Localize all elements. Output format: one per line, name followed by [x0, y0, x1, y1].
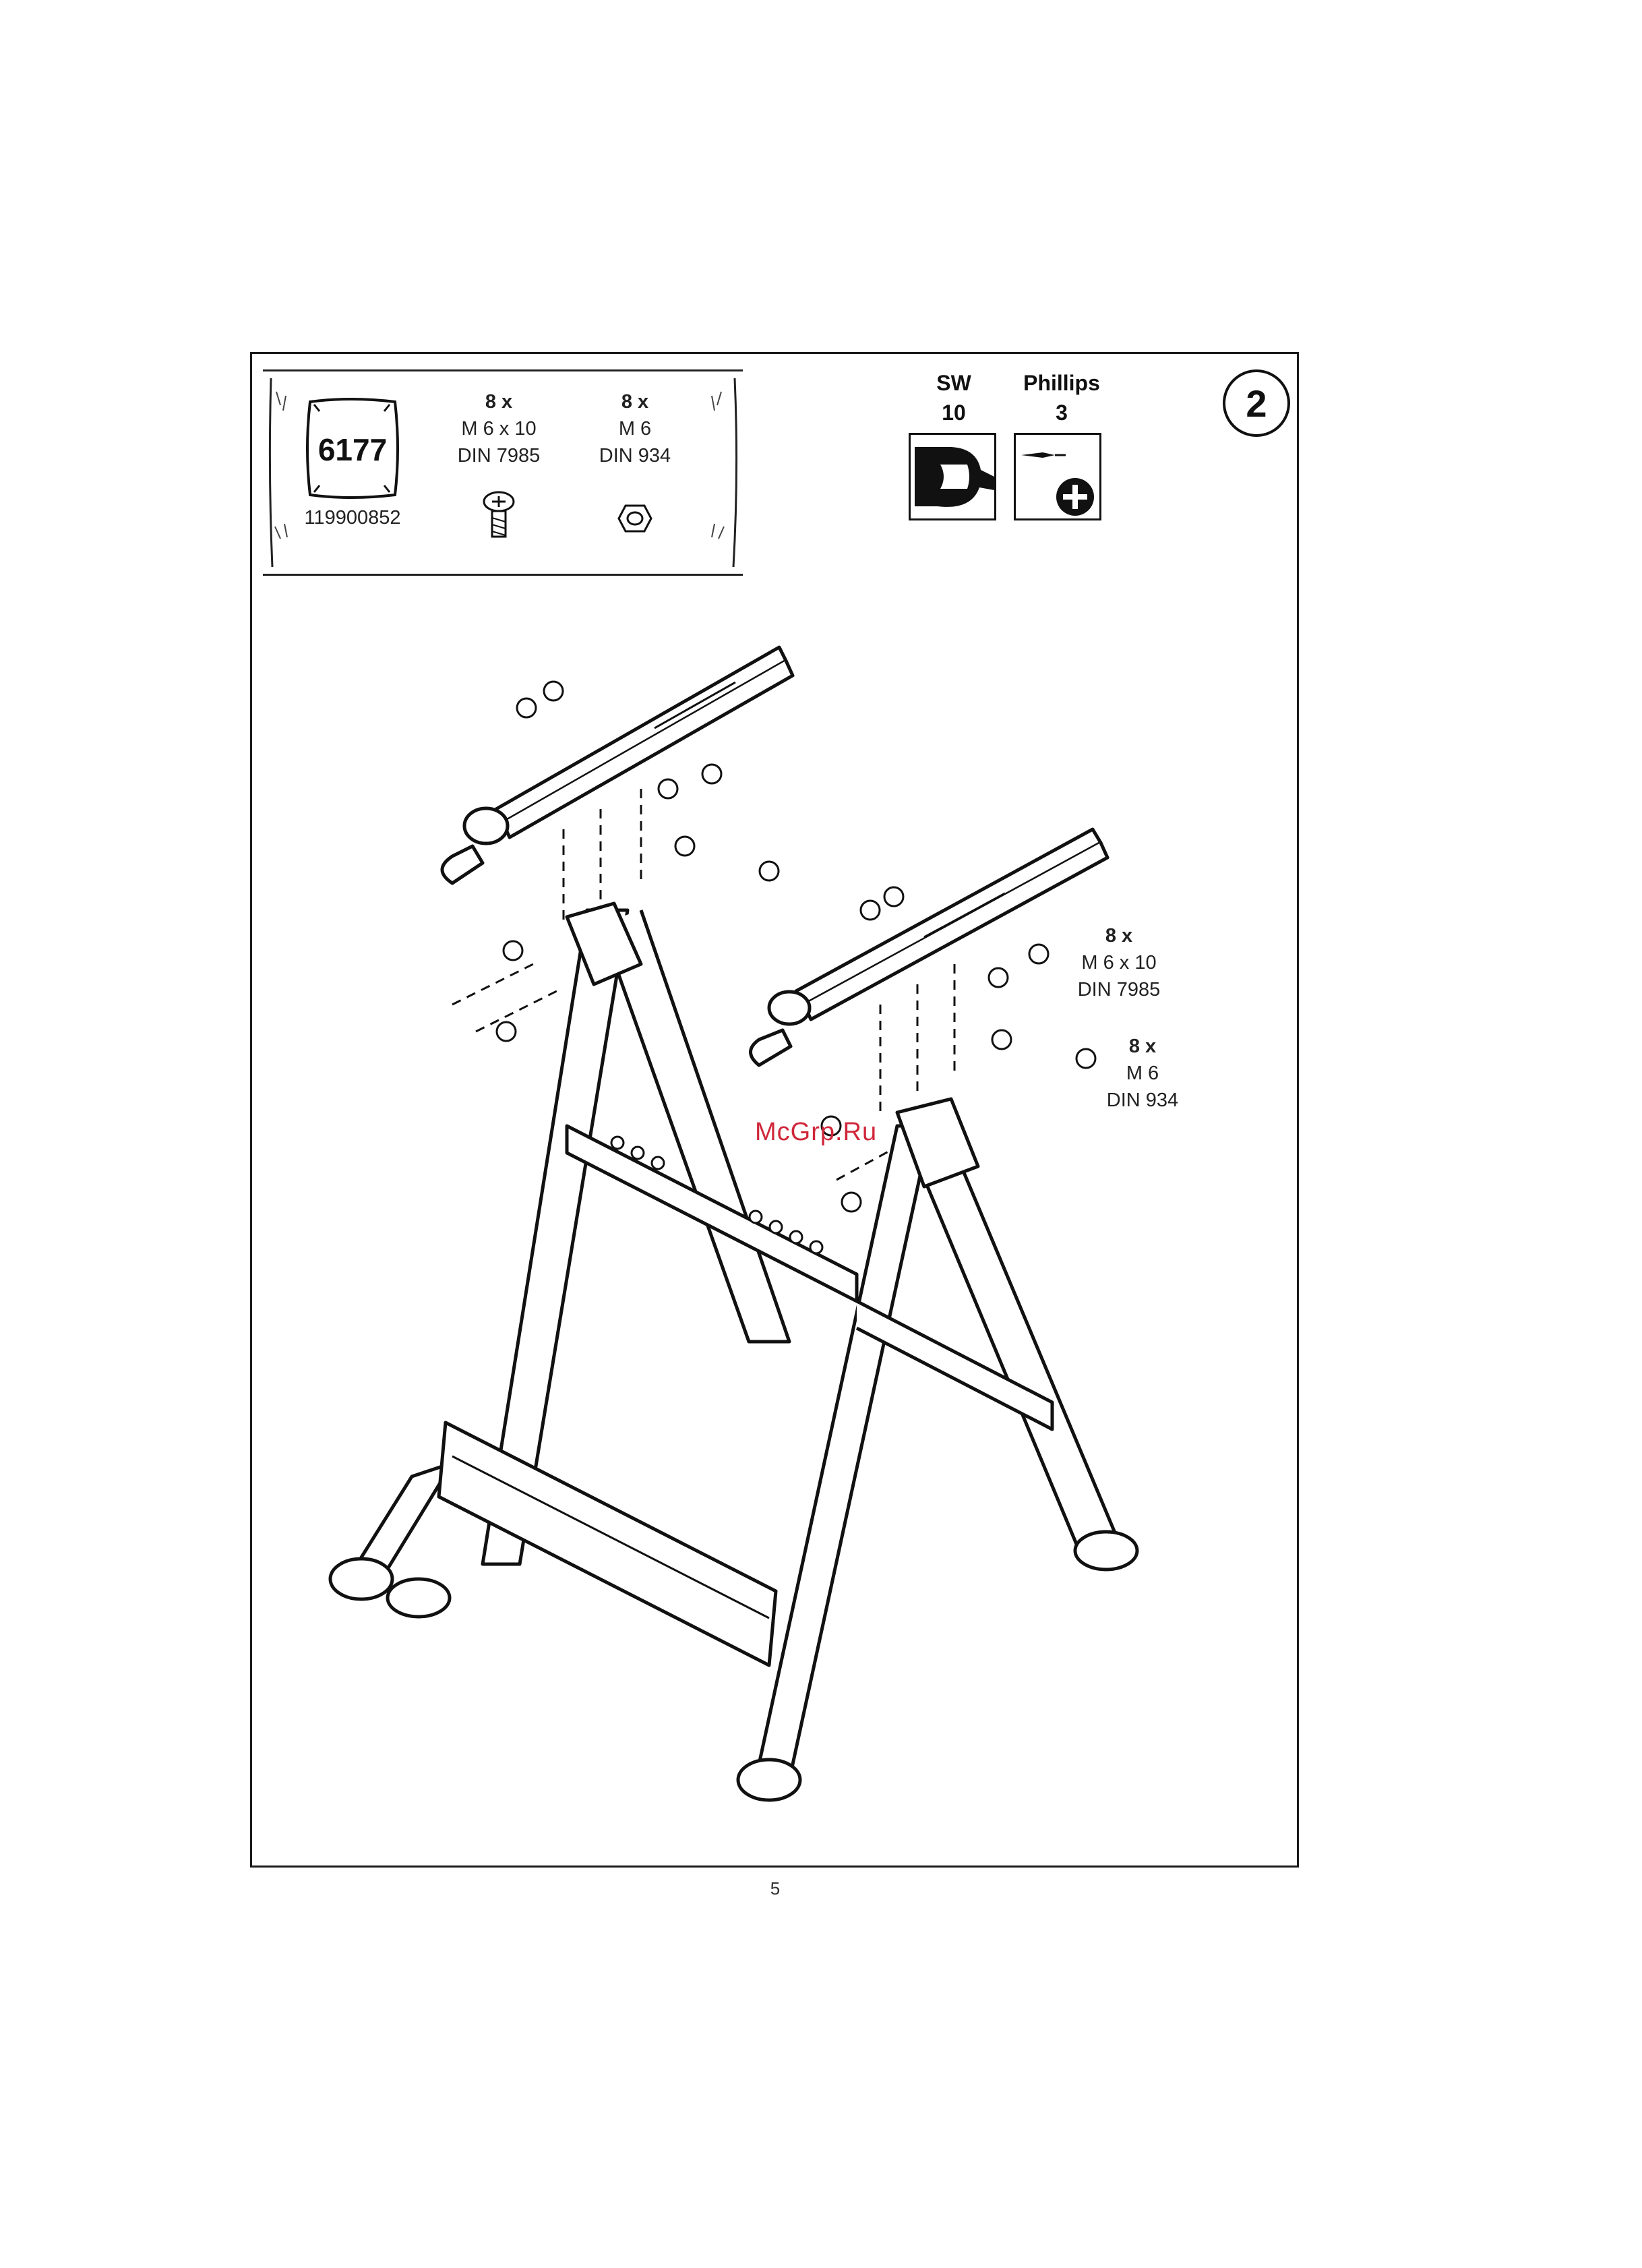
callout-norm: DIN 7985 — [1058, 976, 1180, 1003]
hardware-item-nut: 8 x M 6 DIN 934 — [568, 388, 702, 469]
tool-label-phillips: Phillips 3 — [1011, 368, 1112, 427]
callout-norm: DIN 934 — [1089, 1087, 1196, 1114]
hardware-qty: 8 x — [431, 388, 566, 415]
hardware-norm: DIN 934 — [568, 442, 702, 469]
screw-icon — [480, 488, 518, 542]
tool-size: 10 — [910, 398, 998, 427]
callout-size: M 6 x 10 — [1058, 949, 1180, 976]
tool-name: Phillips — [1011, 368, 1112, 398]
bag-code: 119900852 — [290, 504, 415, 531]
tool-label-sw: SW 10 — [910, 368, 998, 427]
page-number: 5 — [762, 1878, 789, 1899]
wrench-icon — [911, 435, 994, 518]
watermark: McGrp.Ru — [755, 1118, 877, 1147]
callout-qty: 8 x — [1058, 922, 1180, 949]
left-top-beam — [442, 647, 793, 883]
hardware-size: M 6 — [568, 415, 702, 442]
hardware-size: M 6 x 10 — [431, 415, 566, 442]
tool-name: SW — [910, 368, 998, 398]
bag-label: 6177 — [303, 431, 402, 468]
nut-icon — [616, 502, 654, 535]
callout-nuts: 8 x M 6 DIN 934 — [1089, 1033, 1196, 1114]
callout-qty: 8 x — [1089, 1033, 1196, 1060]
right-legs — [738, 1099, 1137, 1800]
callout-size: M 6 — [1089, 1060, 1196, 1087]
right-top-beam — [751, 829, 1108, 1065]
sawhorse-illustration — [250, 587, 1299, 1868]
phillips-box — [1014, 433, 1101, 520]
hardware-qty: 8 x — [568, 388, 702, 415]
step-number: 2 — [1223, 369, 1290, 437]
tool-size: 3 — [1011, 398, 1112, 427]
wrench-box — [909, 433, 996, 520]
hardware-item-screw: 8 x M 6 x 10 DIN 7985 — [431, 388, 566, 469]
phillips-screwdriver-icon — [1016, 435, 1099, 518]
callout-screws: 8 x M 6 x 10 DIN 7985 — [1058, 922, 1180, 1003]
hardware-norm: DIN 7985 — [431, 442, 566, 469]
